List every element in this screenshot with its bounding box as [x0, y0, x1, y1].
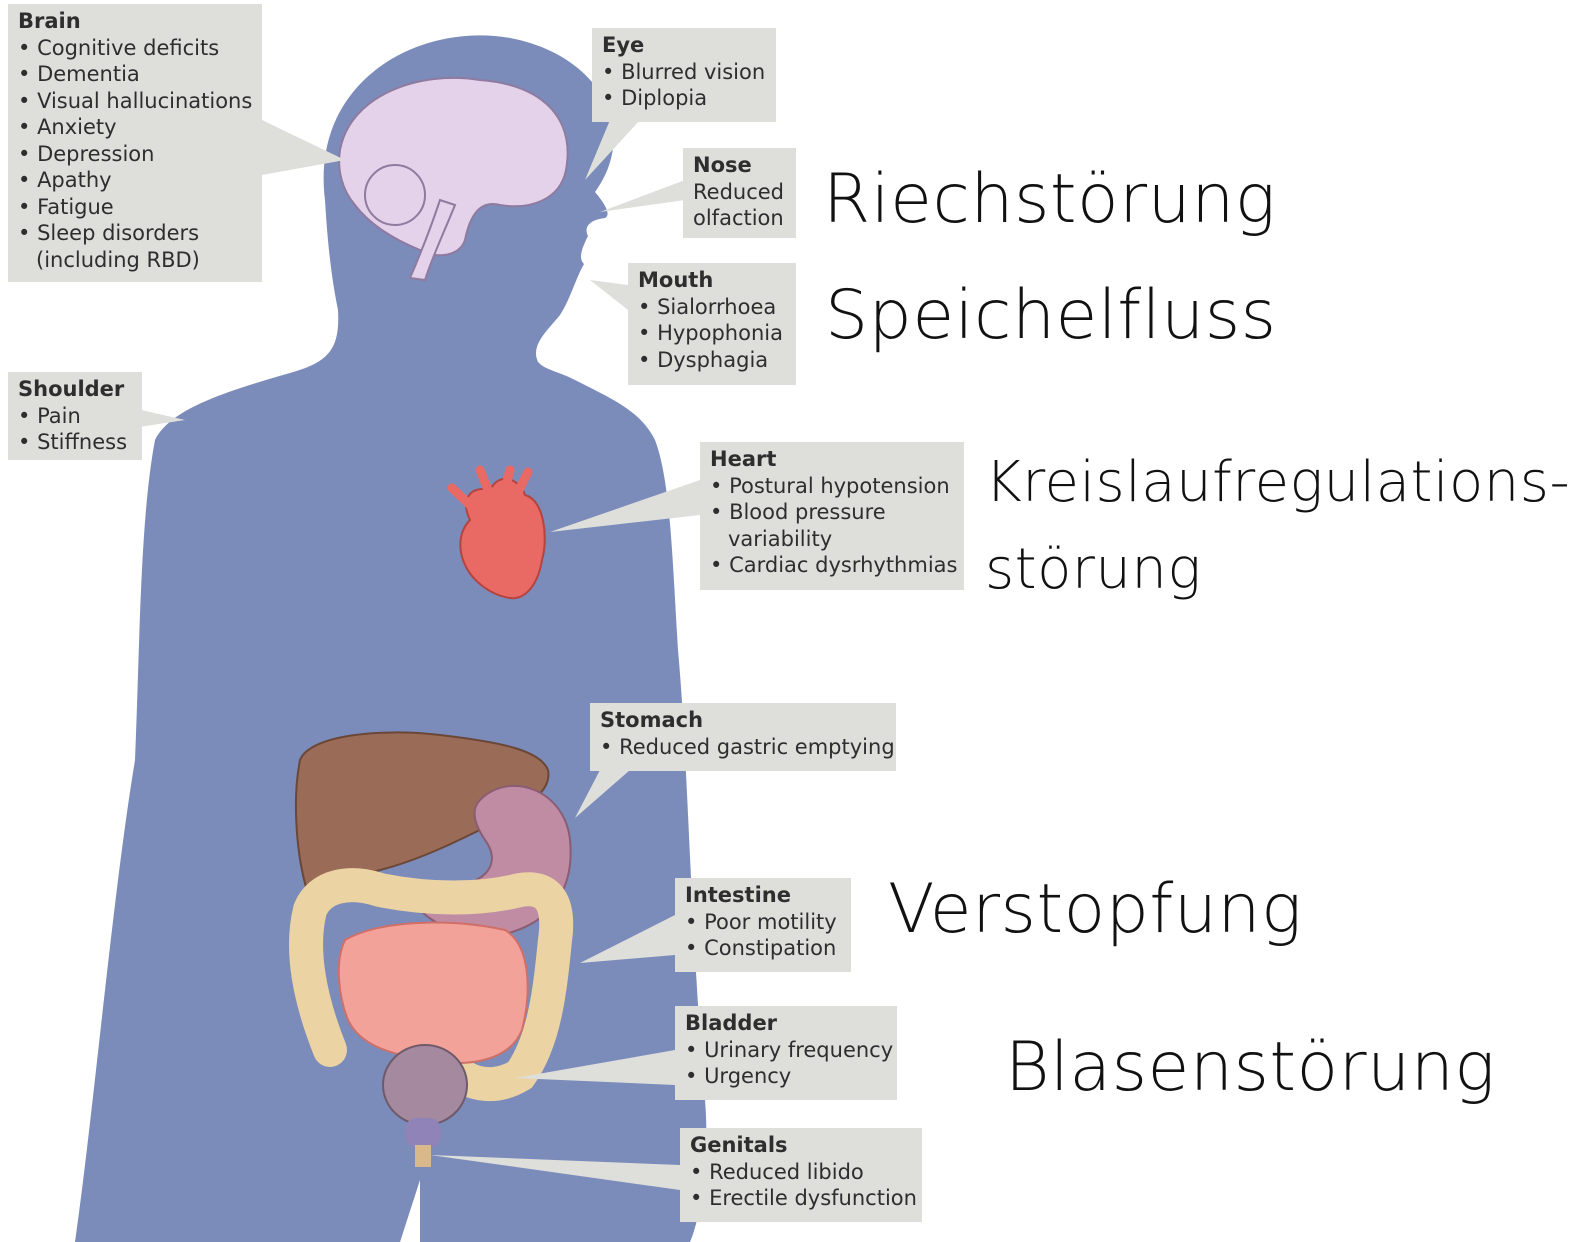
brain-item: Apathy — [18, 167, 252, 194]
eye-item: Diplopia — [602, 85, 766, 112]
bladder-box: Bladder Urinary frequency Urgency — [675, 1006, 897, 1100]
brain-item-continuation: (including RBD) — [18, 247, 252, 274]
eye-box-title: Eye — [602, 32, 766, 59]
mouth-box-title: Mouth — [638, 267, 786, 294]
brain-item: Cognitive deficits — [18, 35, 252, 62]
brain-box: Brain Cognitive deficits Dementia Visual… — [8, 4, 262, 282]
annotation-speichelfluss: Speichelfluss — [825, 276, 1277, 356]
brain-box-title: Brain — [18, 8, 252, 35]
brain-item: Visual hallucinations — [18, 88, 252, 115]
heart-item: Cardiac dysrhythmias — [710, 552, 954, 579]
bladder-item: Urinary frequency — [685, 1037, 887, 1064]
small-intestine — [339, 923, 528, 1063]
intestine-item: Poor motility — [685, 909, 841, 936]
shoulder-item: Pain — [18, 403, 132, 430]
prostate — [405, 1118, 441, 1148]
bladder-box-title: Bladder — [685, 1010, 887, 1037]
mouth-item: Hypophonia — [638, 320, 786, 347]
mouth-item: Sialorrhoea — [638, 294, 786, 321]
nose-box: Nose Reduced olfaction — [683, 148, 796, 238]
brain-item: Depression — [18, 141, 252, 168]
brain-item: Dementia — [18, 61, 252, 88]
brain-item: Fatigue — [18, 194, 252, 221]
brain-item: Sleep disorders — [18, 220, 252, 247]
urethra — [415, 1145, 431, 1167]
intestine-box-title: Intestine — [685, 882, 841, 909]
bladder — [383, 1045, 467, 1125]
annotation-riechstoerung: Riechstörung — [823, 160, 1276, 240]
stomach-item: Reduced gastric emptying — [600, 734, 886, 761]
stomach-box: Stomach Reduced gastric emptying — [590, 703, 896, 771]
shoulder-box: Shoulder Pain Stiffness — [8, 372, 142, 460]
cerebellum — [365, 165, 425, 225]
heart-item-continuation: variability — [710, 526, 954, 553]
nose-line: olfaction — [693, 205, 786, 232]
annotation-kreislauf-line1: Kreislaufregulations- — [985, 450, 1570, 516]
heart-item: Blood pressure — [710, 499, 954, 526]
annotation-blasenstoerung: Blasenstörung — [1005, 1028, 1496, 1108]
bladder-item: Urgency — [685, 1063, 887, 1090]
brain-item: Anxiety — [18, 114, 252, 141]
shoulder-item: Stiffness — [18, 429, 132, 456]
stomach-box-title: Stomach — [600, 707, 886, 734]
mouth-box: Mouth Sialorrhoea Hypophonia Dysphagia — [628, 263, 796, 385]
genitals-item: Erectile dysfunction — [690, 1185, 912, 1212]
annotation-kreislauf-line2: störung — [985, 537, 1202, 603]
heart-item: Postural hypotension — [710, 473, 954, 500]
genitals-box: Genitals Reduced libido Erectile dysfunc… — [680, 1128, 922, 1222]
heart-box-title: Heart — [710, 446, 954, 473]
annotation-verstopfung: Verstopfung — [888, 870, 1302, 950]
shoulder-box-title: Shoulder — [18, 376, 132, 403]
genitals-item: Reduced libido — [690, 1159, 912, 1186]
nose-box-title: Nose — [693, 152, 786, 179]
nose-line: Reduced — [693, 179, 786, 206]
heart-box: Heart Postural hypotension Blood pressur… — [700, 442, 964, 590]
eye-box: Eye Blurred vision Diplopia — [592, 28, 776, 122]
genitals-box-title: Genitals — [690, 1132, 912, 1159]
intestine-item: Constipation — [685, 935, 841, 962]
mouth-item: Dysphagia — [638, 347, 786, 374]
intestine-box: Intestine Poor motility Constipation — [675, 878, 851, 972]
eye-item: Blurred vision — [602, 59, 766, 86]
